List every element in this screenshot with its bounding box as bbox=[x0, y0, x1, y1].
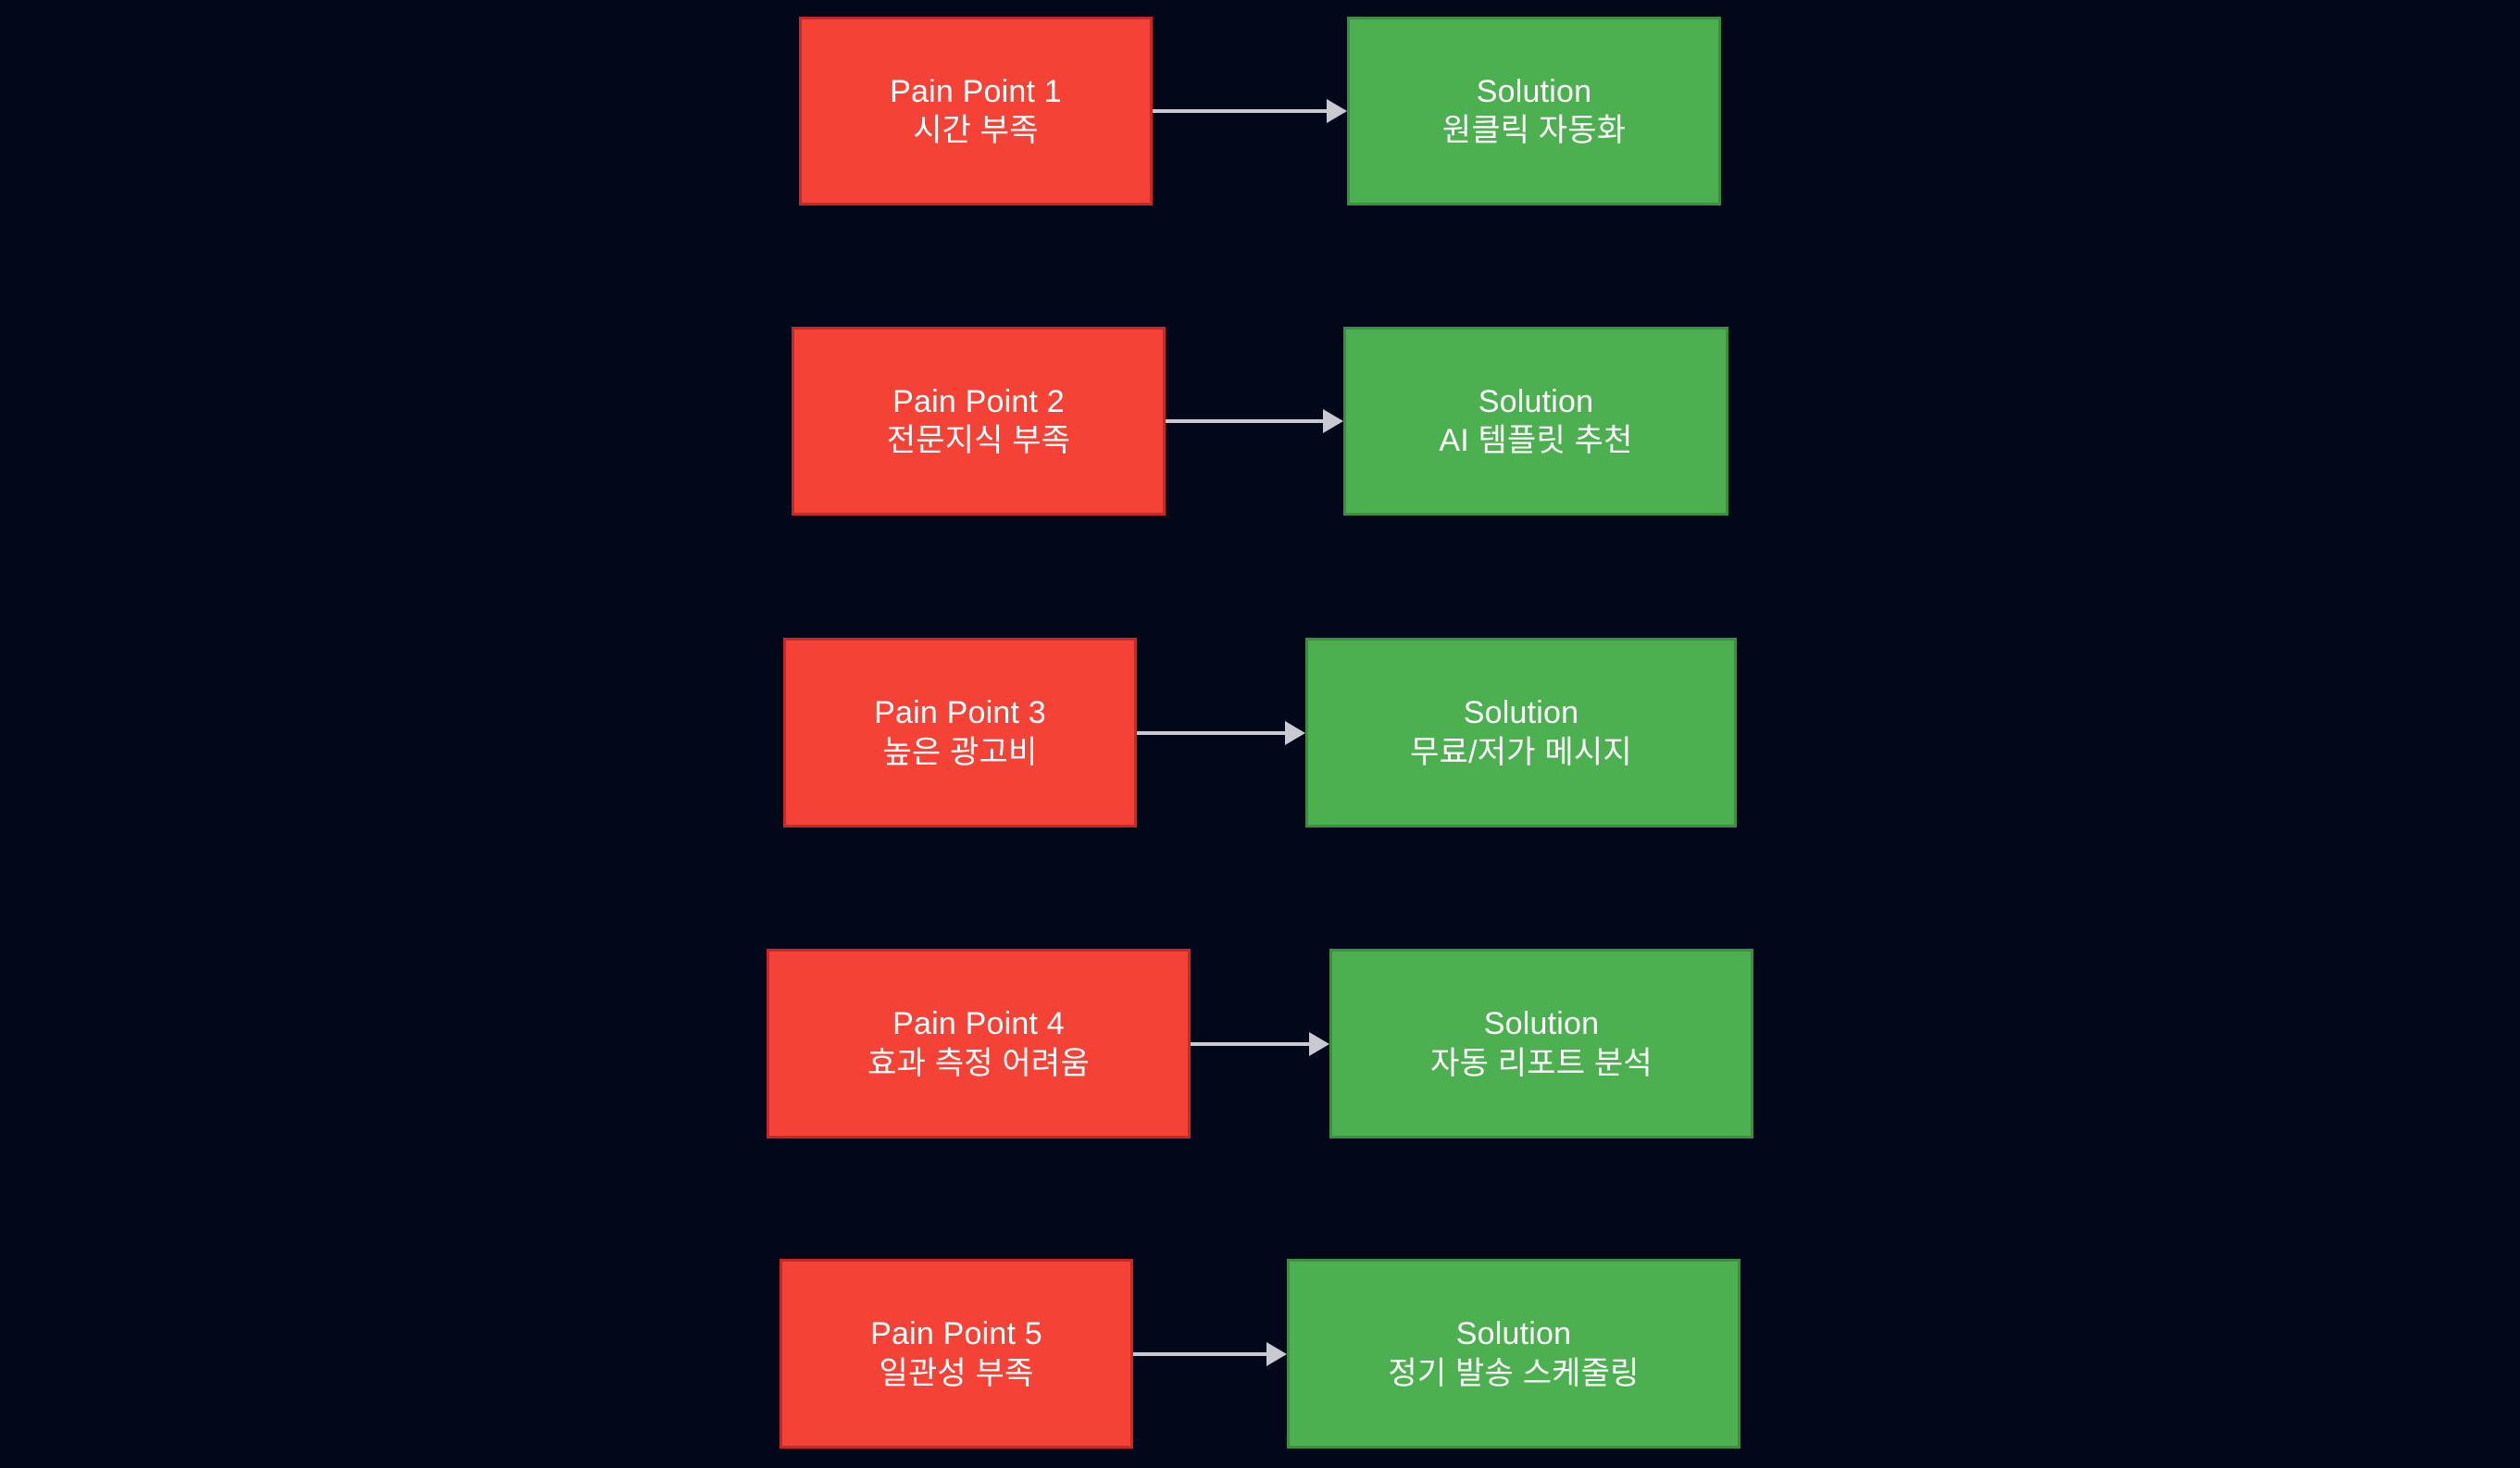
flow-row-5: Pain Point 5 일관성 부족 Solution 정기 발송 스케줄링 bbox=[0, 1259, 2520, 1449]
flow-row-3: Pain Point 3 높은 광고비 Solution 무료/저가 메시지 bbox=[0, 638, 2520, 827]
arrow-connector-4 bbox=[1191, 1026, 1329, 1063]
pain-point-detail-4: 효과 측정 어려움 bbox=[867, 1045, 1090, 1081]
arrow-shaft-icon bbox=[1191, 1041, 1309, 1046]
flow-row-2: Pain Point 2 전문지식 부족 Solution AI 템플릿 추천 bbox=[0, 327, 2520, 516]
flow-row-1: Pain Point 1 시간 부족 Solution 원클릭 자동화 bbox=[0, 17, 2520, 205]
pain-point-detail-2: 전문지식 부족 bbox=[886, 423, 1071, 458]
arrow-connector-2 bbox=[1166, 403, 1343, 440]
pain-point-title-1: Pain Point 1 bbox=[890, 73, 1062, 109]
solution-title-2: Solution bbox=[1478, 383, 1594, 419]
pain-point-detail-3: 높은 광고비 bbox=[882, 734, 1038, 770]
pain-point-node-4[interactable]: Pain Point 4 효과 측정 어려움 bbox=[767, 949, 1191, 1138]
arrow-connector-1 bbox=[1153, 93, 1347, 130]
solution-detail-2: AI 템플릿 추천 bbox=[1439, 423, 1633, 458]
solution-detail-3: 무료/저가 메시지 bbox=[1410, 734, 1632, 770]
pain-point-node-5[interactable]: Pain Point 5 일관성 부족 bbox=[780, 1259, 1133, 1449]
solution-node-5[interactable]: Solution 정기 발송 스케줄링 bbox=[1287, 1259, 1740, 1449]
arrow-shaft-icon bbox=[1166, 419, 1323, 423]
solution-detail-5: 정기 발송 스케줄링 bbox=[1388, 1355, 1640, 1391]
solution-title-1: Solution bbox=[1476, 73, 1592, 109]
solution-title-3: Solution bbox=[1463, 695, 1579, 730]
solution-node-2[interactable]: Solution AI 템플릿 추천 bbox=[1343, 327, 1728, 516]
solution-title-5: Solution bbox=[1455, 1316, 1572, 1351]
arrow-head-icon bbox=[1309, 1031, 1329, 1056]
arrow-head-icon bbox=[1323, 409, 1343, 433]
arrow-shaft-icon bbox=[1153, 109, 1327, 113]
arrow-connector-3 bbox=[1137, 715, 1305, 752]
arrow-head-icon bbox=[1327, 99, 1347, 123]
pain-point-title-3: Pain Point 3 bbox=[874, 695, 1046, 730]
pain-point-node-1[interactable]: Pain Point 1 시간 부족 bbox=[799, 17, 1153, 205]
arrow-shaft-icon bbox=[1137, 730, 1285, 735]
arrow-head-icon bbox=[1266, 1341, 1287, 1366]
solution-detail-1: 원클릭 자동화 bbox=[1441, 113, 1627, 148]
arrow-head-icon bbox=[1285, 720, 1305, 745]
pain-point-detail-1: 시간 부족 bbox=[913, 113, 1039, 148]
solution-node-1[interactable]: Solution 원클릭 자동화 bbox=[1347, 17, 1721, 205]
solution-node-4[interactable]: Solution 자동 리포트 분석 bbox=[1329, 949, 1753, 1138]
solution-title-4: Solution bbox=[1483, 1006, 1600, 1041]
pain-point-node-3[interactable]: Pain Point 3 높은 광고비 bbox=[783, 638, 1137, 827]
pain-point-node-2[interactable]: Pain Point 2 전문지식 부족 bbox=[792, 327, 1166, 516]
flow-row-4: Pain Point 4 효과 측정 어려움 Solution 자동 리포트 분… bbox=[0, 949, 2520, 1138]
pain-point-title-2: Pain Point 2 bbox=[892, 383, 1065, 419]
pain-point-title-4: Pain Point 4 bbox=[892, 1006, 1065, 1041]
pain-point-title-5: Pain Point 5 bbox=[870, 1316, 1042, 1351]
solution-node-3[interactable]: Solution 무료/저가 메시지 bbox=[1305, 638, 1737, 827]
arrow-shaft-icon bbox=[1133, 1351, 1266, 1356]
arrow-connector-5 bbox=[1133, 1336, 1287, 1373]
solution-detail-4: 자동 리포트 분석 bbox=[1430, 1045, 1653, 1081]
pain-point-detail-5: 일관성 부족 bbox=[879, 1355, 1034, 1391]
